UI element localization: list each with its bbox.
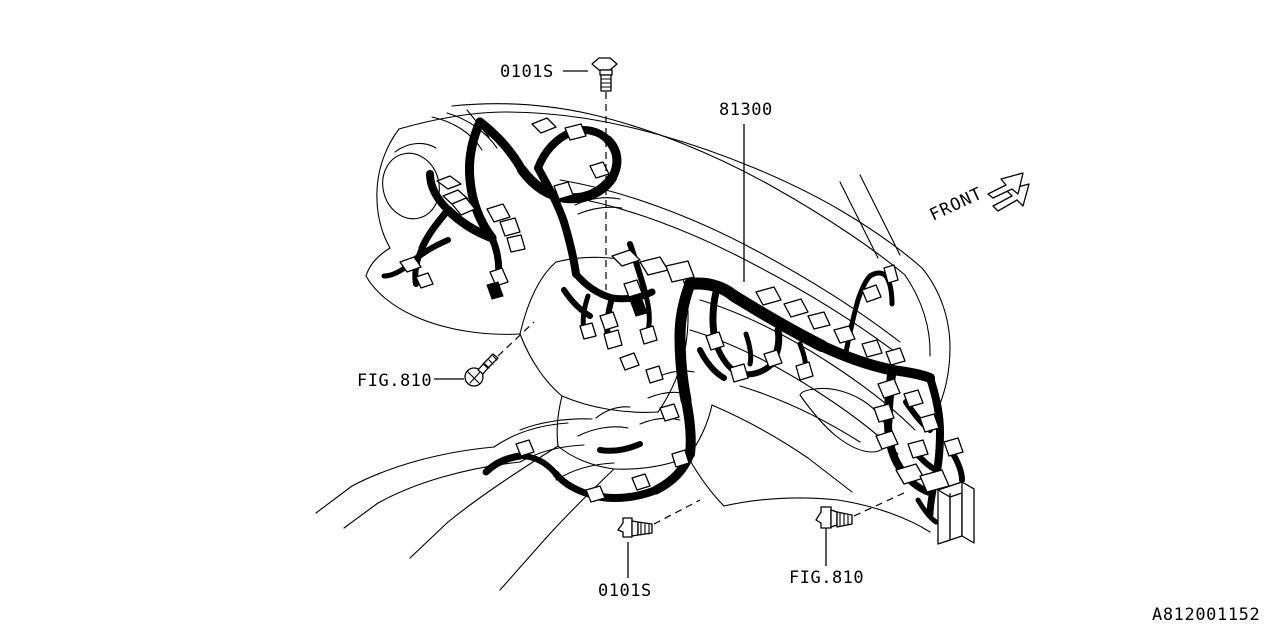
drawing-number: A812001152	[1152, 605, 1260, 625]
hex-bolt-vertical-icon	[591, 57, 618, 92]
callout-fig810-left: FIG.810	[357, 321, 535, 391]
harness-connectors	[399, 117, 975, 545]
callout-label-fig810-left: FIG.810	[357, 371, 432, 391]
wiring-harness-81300	[381, 117, 965, 529]
callout-label-fig810-right: FIG.810	[789, 568, 864, 588]
hex-bolt-horizontal-icon	[617, 517, 653, 538]
install-axis-line	[853, 491, 907, 517]
dashboard-body-outline	[315, 103, 951, 591]
front-label: FRONT	[927, 184, 986, 226]
callout-bolt-top: 0101S	[500, 57, 618, 290]
hex-bolt-horizontal-icon	[815, 506, 853, 529]
callout-fig810-right: FIG.810	[789, 491, 907, 588]
callout-harness-part: 81300	[719, 100, 773, 282]
front-direction-indicator: FRONT	[927, 172, 1030, 226]
callout-label-81300: 81300	[719, 100, 773, 120]
front-arrow-icon	[987, 172, 1030, 212]
callout-label-0101s-bottom: 0101S	[598, 581, 652, 601]
callout-label-0101s-top: 0101S	[500, 62, 554, 82]
callout-bolt-bottom: 0101S	[598, 499, 701, 601]
install-axis-line	[497, 321, 535, 357]
install-axis-line	[653, 499, 701, 525]
hex-bolt-angled-icon	[464, 353, 499, 387]
